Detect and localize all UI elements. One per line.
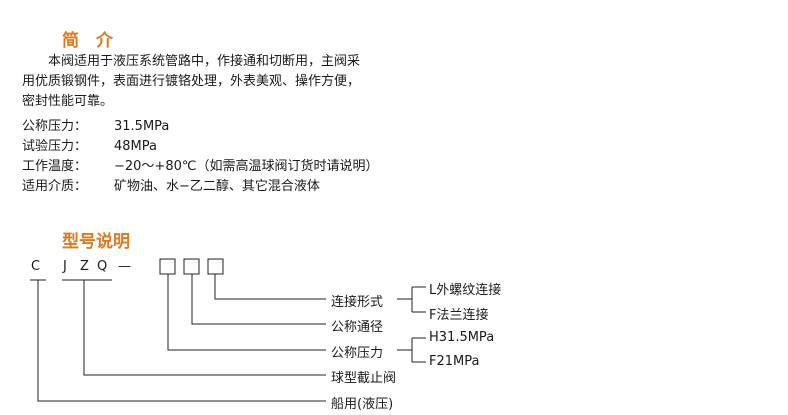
spec-label: 工作温度： — [22, 159, 88, 174]
spec-label: 公称压力： — [22, 119, 88, 134]
description-line: 本阀适用于液压系统管路中，作接通和切断用，主阀采 — [22, 54, 361, 69]
label-marine: 船用(液压) — [331, 397, 394, 412]
intro-description: 本阀适用于液压系统管路中，作接通和切断用，主阀采 用优质锻钢件，表面进行镀铬处理… — [22, 52, 360, 112]
spec-test-pressure: 试验压力： 48MPa — [22, 135, 157, 154]
label-ball-valve: 球型截止阀 — [331, 371, 397, 386]
spec-medium: 适用介质： 矿物油、水−乙二醇、其它混合液体 — [22, 175, 320, 194]
option-connection-thread: L外螺纹连接 — [429, 283, 502, 298]
code-box-pressure — [159, 258, 176, 275]
label-nominal-bore: 公称通径 — [331, 320, 384, 335]
model-title: 型号说明 — [62, 232, 130, 252]
spec-value: 48MPa — [114, 139, 157, 154]
label-connection-form: 连接形式 — [331, 295, 384, 310]
intro-title: 简 介 — [62, 31, 113, 51]
code-dash: — — [118, 259, 131, 274]
spec-label: 试验压力： — [22, 139, 88, 154]
spec-value: −20～+80℃（如需高温球阀订货时请说明） — [114, 159, 379, 174]
label-nominal-pressure: 公称压力 — [331, 346, 384, 361]
description-line: 用优质锻钢件，表面进行镀铬处理，外表美观、操作方便， — [22, 74, 361, 89]
spec-value: 31.5MPa — [114, 119, 170, 134]
spec-value: 矿物油、水−乙二醇、其它混合液体 — [114, 179, 320, 194]
code-box-bore — [183, 258, 200, 275]
option-pressure-h: H31.5MPa — [429, 330, 495, 345]
spec-working-temperature: 工作温度： −20～+80℃（如需高温球阀订货时请说明） — [22, 155, 378, 174]
option-pressure-f: F21MPa — [429, 354, 480, 369]
code-letter-q: Q — [97, 259, 108, 274]
spec-label: 适用介质： — [22, 179, 88, 194]
description-line: 密封性能可靠。 — [22, 94, 114, 109]
spec-nominal-pressure: 公称压力： 31.5MPa — [22, 115, 169, 134]
code-box-connection — [207, 258, 224, 275]
code-letter-z: Z — [80, 259, 89, 274]
code-letter-j: J — [63, 259, 67, 274]
code-letter-c: C — [31, 259, 41, 274]
option-connection-flange: F法兰连接 — [429, 308, 489, 323]
